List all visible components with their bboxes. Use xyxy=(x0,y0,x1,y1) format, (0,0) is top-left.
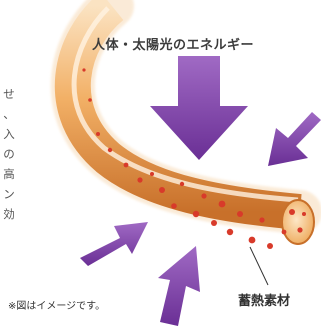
energy-source-label: 人体・太陽光のエネルギー xyxy=(92,34,254,53)
particle xyxy=(267,243,273,249)
particle xyxy=(249,237,256,244)
particle xyxy=(193,211,199,217)
side-char: ン xyxy=(1,184,17,204)
particle xyxy=(171,203,177,209)
particle xyxy=(259,217,264,222)
particle xyxy=(108,148,112,152)
side-char: せ xyxy=(1,84,17,104)
particle xyxy=(159,187,165,193)
side-char: 効 xyxy=(1,204,17,224)
side-text: せ 、 入 の 高 ン 効 xyxy=(1,84,17,224)
particle xyxy=(124,163,129,168)
material-label: 蓄熱素材 xyxy=(238,290,290,309)
particle xyxy=(201,193,206,198)
side-char: 、 xyxy=(1,104,17,124)
particle xyxy=(219,201,226,208)
side-char: 入 xyxy=(1,124,17,144)
particle xyxy=(289,209,295,215)
particle xyxy=(302,212,306,216)
fiber-end xyxy=(282,200,314,244)
particle xyxy=(82,68,85,71)
material-leader-line xyxy=(250,247,268,285)
particle xyxy=(227,229,233,235)
particle xyxy=(211,220,217,226)
energy-arrow-bottom xyxy=(158,246,200,326)
particle xyxy=(96,132,100,136)
image-note: ※図はイメージです。 xyxy=(8,297,105,312)
particle xyxy=(137,177,142,182)
particle xyxy=(88,98,92,102)
particle xyxy=(282,230,287,235)
energy-arrow-right xyxy=(268,112,321,166)
energy-arrow-left xyxy=(80,222,148,266)
energy-arrow-top xyxy=(150,56,248,160)
side-char: の xyxy=(1,144,17,164)
particle xyxy=(297,227,302,232)
particle xyxy=(180,182,184,186)
side-char: 高 xyxy=(1,164,17,184)
particle xyxy=(150,172,154,176)
particle xyxy=(237,211,243,217)
